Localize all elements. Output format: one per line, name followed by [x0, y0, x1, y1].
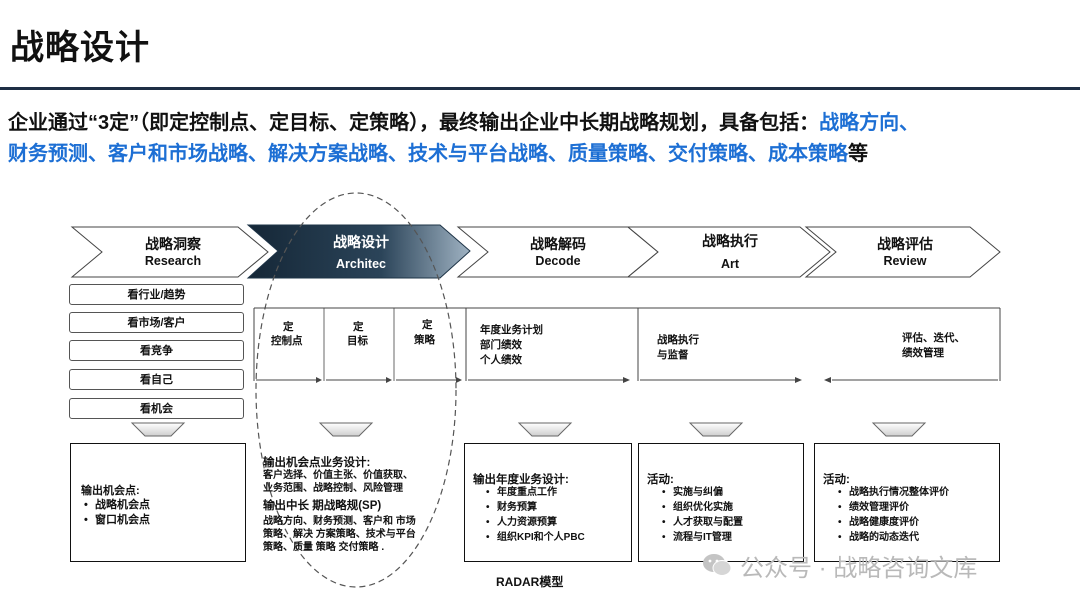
title-divider: [0, 87, 1080, 90]
list-item: 战略健康度评价: [838, 515, 949, 530]
list-item: 窗口机会点: [84, 513, 150, 528]
review-output-title: 活动:: [823, 474, 850, 486]
design-output-box: 输出机会点业务设计: 客户选择、价值主张、价值获取、 业务范围、战略控制、风险管…: [254, 443, 454, 562]
execute-line-1: 战略执行: [657, 334, 699, 346]
design-col2-top: 定: [353, 321, 364, 333]
design-lines1-0: 客户选择、价值主张、价值获取、: [263, 470, 413, 481]
left-item-self: 看自己: [69, 369, 244, 390]
left-item-opportunity: 看机会: [69, 398, 244, 419]
stage-review-en: Review: [883, 254, 927, 268]
design-lines2-1: 策略、解决 方案策略、技术与平台: [263, 529, 416, 540]
list-item: 人力资源预算: [486, 515, 585, 530]
design-col1-bottom: 控制点: [271, 335, 303, 347]
design-output-title1: 输出机会点业务设计:: [263, 457, 371, 469]
list-item: 组织优化实施: [662, 500, 743, 515]
execute-output-box: 活动: 实施与纠偏 组织优化实施 人才获取与配置 流程与IT管理: [638, 443, 804, 562]
design-lines2-0: 战略方向、财务预测、客户和 市场: [263, 516, 416, 527]
intro-text: 企业通过“3定”（即定控制点、定目标、定策略），最终输出企业中长期战略规划，具备…: [8, 108, 1078, 170]
list-item: 人才获取与配置: [662, 515, 743, 530]
decode-line-1: 年度业务计划: [480, 324, 543, 336]
intro-highlight-2: 财务预测、客户和市场战略、解决方案战略、技术与平台战略、质量策略、交付策略、成本…: [8, 143, 848, 165]
design-focus-ellipse: [255, 192, 457, 588]
list-item: 组织KPI和个人PBC: [486, 530, 585, 545]
design-col3-bottom: 策略: [414, 334, 435, 346]
design-lines2-2: 策略、质量 策略 交付策略 .: [263, 542, 385, 553]
stage-research-arrow: [70, 226, 269, 278]
execute-line-2: 与监督: [657, 349, 689, 361]
execute-output-list: 实施与纠偏 组织优化实施 人才获取与配置 流程与IT管理: [661, 485, 743, 545]
research-output-list: 战略机会点 窗口机会点: [83, 498, 150, 528]
review-line-2: 绩效管理: [902, 347, 944, 359]
left-item-industry: 看行业/趋势: [69, 284, 244, 305]
decode-output-title: 输出年度业务设计:: [473, 474, 569, 486]
design-col2-bottom: 目标: [347, 335, 368, 347]
stage-execute-arrow: [626, 226, 831, 278]
intro-tail: 等: [848, 143, 868, 165]
stage-review-arrow: [804, 226, 1001, 278]
decode-line-2: 部门绩效: [480, 339, 522, 351]
execute-output-title: 活动:: [647, 474, 674, 486]
down-arrow-review: [871, 422, 927, 437]
down-arrow-execute: [688, 422, 744, 437]
review-output-box: 活动: 战略执行情况整体评价 绩效管理评价 战略健康度评价 战略的动态迭代: [814, 443, 1000, 562]
list-item: 绩效管理评价: [838, 500, 949, 515]
design-lines1-1: 业务范围、战略控制、风险管理: [263, 483, 403, 494]
down-arrow-decode: [517, 422, 573, 437]
stage-research-en: Research: [144, 254, 202, 268]
stage-decode-en: Decode: [535, 254, 581, 268]
decode-line-3: 个人绩效: [480, 354, 522, 366]
model-caption: RADAR模型: [496, 575, 564, 589]
list-item: 战略的动态迭代: [838, 530, 949, 545]
design-col3-top: 定: [422, 319, 433, 331]
stage-review-cn: 战略评估: [877, 236, 933, 252]
list-item: 战略机会点: [84, 498, 150, 513]
research-output-box: 输出机会点: 战略机会点 窗口机会点: [70, 443, 246, 562]
list-item: 流程与IT管理: [662, 530, 743, 545]
left-item-market: 看市场/客户: [69, 312, 244, 333]
stage-design-cn: 战略设计: [333, 234, 389, 250]
review-line-1: 评估、迭代、: [902, 332, 965, 344]
list-item: 实施与纠偏: [662, 485, 743, 500]
intro-plain: 企业通过“3定”（即定控制点、定目标、定策略），最终输出企业中长期战略规划，具备…: [8, 112, 820, 134]
down-arrow-design: [318, 422, 374, 437]
stage-execute-cn: 战略执行: [702, 233, 758, 249]
design-col1-top: 定: [283, 321, 294, 333]
decode-output-list: 年度重点工作 财务预算 人力资源预算 组织KPI和个人PBC: [485, 485, 585, 545]
stage-design-arrow: [246, 224, 471, 279]
left-item-competition: 看竞争: [69, 340, 244, 361]
review-output-list: 战略执行情况整体评价 绩效管理评价 战略健康度评价 战略的动态迭代: [837, 485, 949, 545]
list-item: 财务预算: [486, 500, 585, 515]
wechat-icon: [703, 554, 732, 576]
stage-execute-en: Art: [720, 257, 740, 271]
research-output-title: 输出机会点:: [81, 485, 140, 497]
stage-design-en: Architec: [335, 257, 387, 271]
decode-output-box: 输出年度业务设计: 年度重点工作 财务预算 人力资源预算 组织KPI和个人PBC: [464, 443, 632, 562]
design-output-title2: 输出中长 期战略规(SP): [263, 500, 382, 512]
stage-decode-cn: 战略解码: [530, 236, 586, 252]
page-title: 战略设计: [10, 29, 150, 67]
intro-highlight-1: 战略方向、: [819, 112, 920, 134]
stage-research-cn: 战略洞察: [145, 236, 201, 252]
watermark-text: 公众号 · 战略咨询文库: [740, 555, 978, 582]
list-item: 战略执行情况整体评价: [838, 485, 949, 500]
list-item: 年度重点工作: [486, 485, 585, 500]
down-arrow-research: [130, 422, 186, 437]
